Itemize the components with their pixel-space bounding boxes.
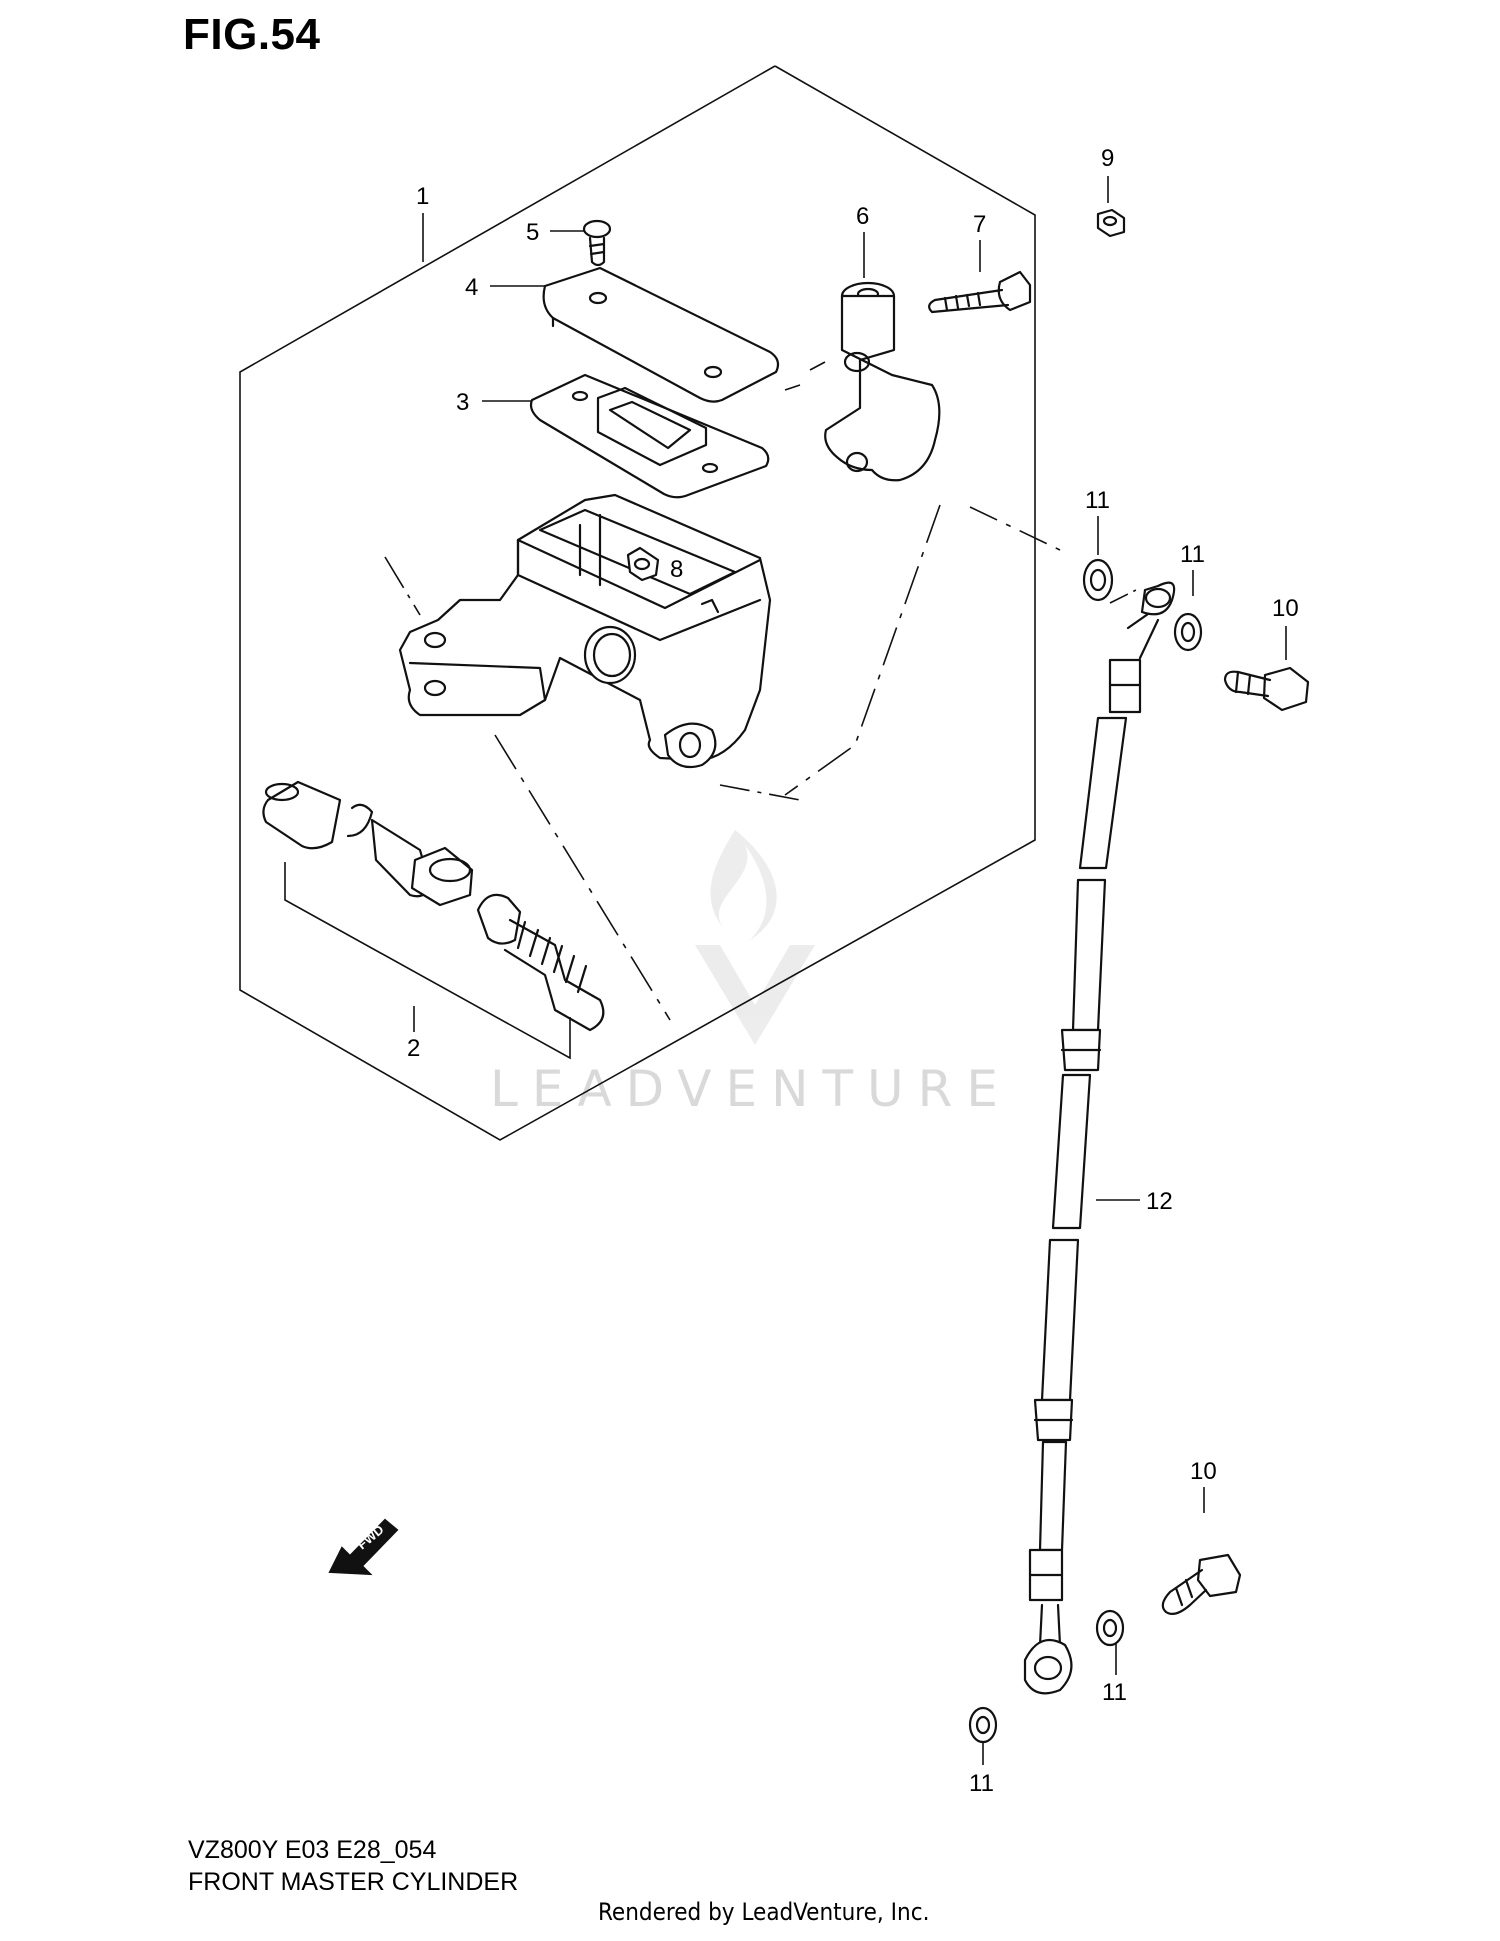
model-code: VZ800Y E03 E28_054: [188, 1836, 437, 1864]
washer-part-11-c: [1095, 1609, 1125, 1647]
callout-12: 12: [1146, 1188, 1173, 1215]
holder-part-6: [824, 281, 941, 482]
callout-11-c: 11: [1102, 1679, 1127, 1706]
bolt-part-7: [928, 270, 1032, 314]
render-note: Rendered by LeadVenture, Inc.: [598, 1898, 930, 1926]
washer-part-11-d: [968, 1706, 998, 1744]
washer-part-11-a: [1082, 558, 1114, 602]
callout-7: 7: [973, 211, 986, 238]
reservoir-cap-part-4: [542, 266, 780, 403]
callout-11-d: 11: [969, 1770, 994, 1797]
callout-10-a: 10: [1272, 595, 1299, 622]
callout-9: 9: [1101, 145, 1114, 172]
figure-title: FIG.54: [183, 10, 321, 59]
union-bolt-part-10-b: [1161, 1553, 1242, 1615]
callout-10-b: 10: [1190, 1458, 1217, 1485]
diaphragm-part-3: [529, 373, 770, 499]
callout-5: 5: [526, 219, 539, 246]
callout-1: 1: [416, 183, 429, 210]
callout-3: 3: [456, 389, 469, 416]
union-bolt-part-10-a: [1223, 666, 1310, 712]
callout-6: 6: [856, 203, 869, 230]
callout-8: 8: [670, 556, 683, 583]
watermark-logo: [695, 830, 815, 1045]
watermark-text: LEADVENTURE: [490, 1060, 1012, 1118]
callout-11-a: 11: [1085, 487, 1110, 514]
callout-4: 4: [465, 274, 478, 301]
brake-hose-part-12: [1023, 581, 1176, 1695]
callout-2: 2: [407, 1035, 420, 1062]
boot-part-8: [626, 546, 660, 582]
nut-part-9: [1096, 208, 1126, 238]
leader-lines: [284, 176, 1287, 1765]
callout-labels: 1 2 3 4 5 6 7 8 9 10 10 11 11 11 11 12: [407, 145, 1299, 1797]
piston-set-part-2: [262, 780, 605, 1032]
screw-part-5: [582, 219, 612, 267]
assembly-name: FRONT MASTER CYLINDER: [188, 1868, 519, 1896]
master-cylinder-body: [398, 493, 772, 769]
fwd-arrow-icon: FWD: [328, 1518, 399, 1576]
washer-part-11-b: [1173, 612, 1203, 652]
assembly-outline: [239, 65, 1036, 1141]
callout-11-b: 11: [1180, 541, 1205, 568]
